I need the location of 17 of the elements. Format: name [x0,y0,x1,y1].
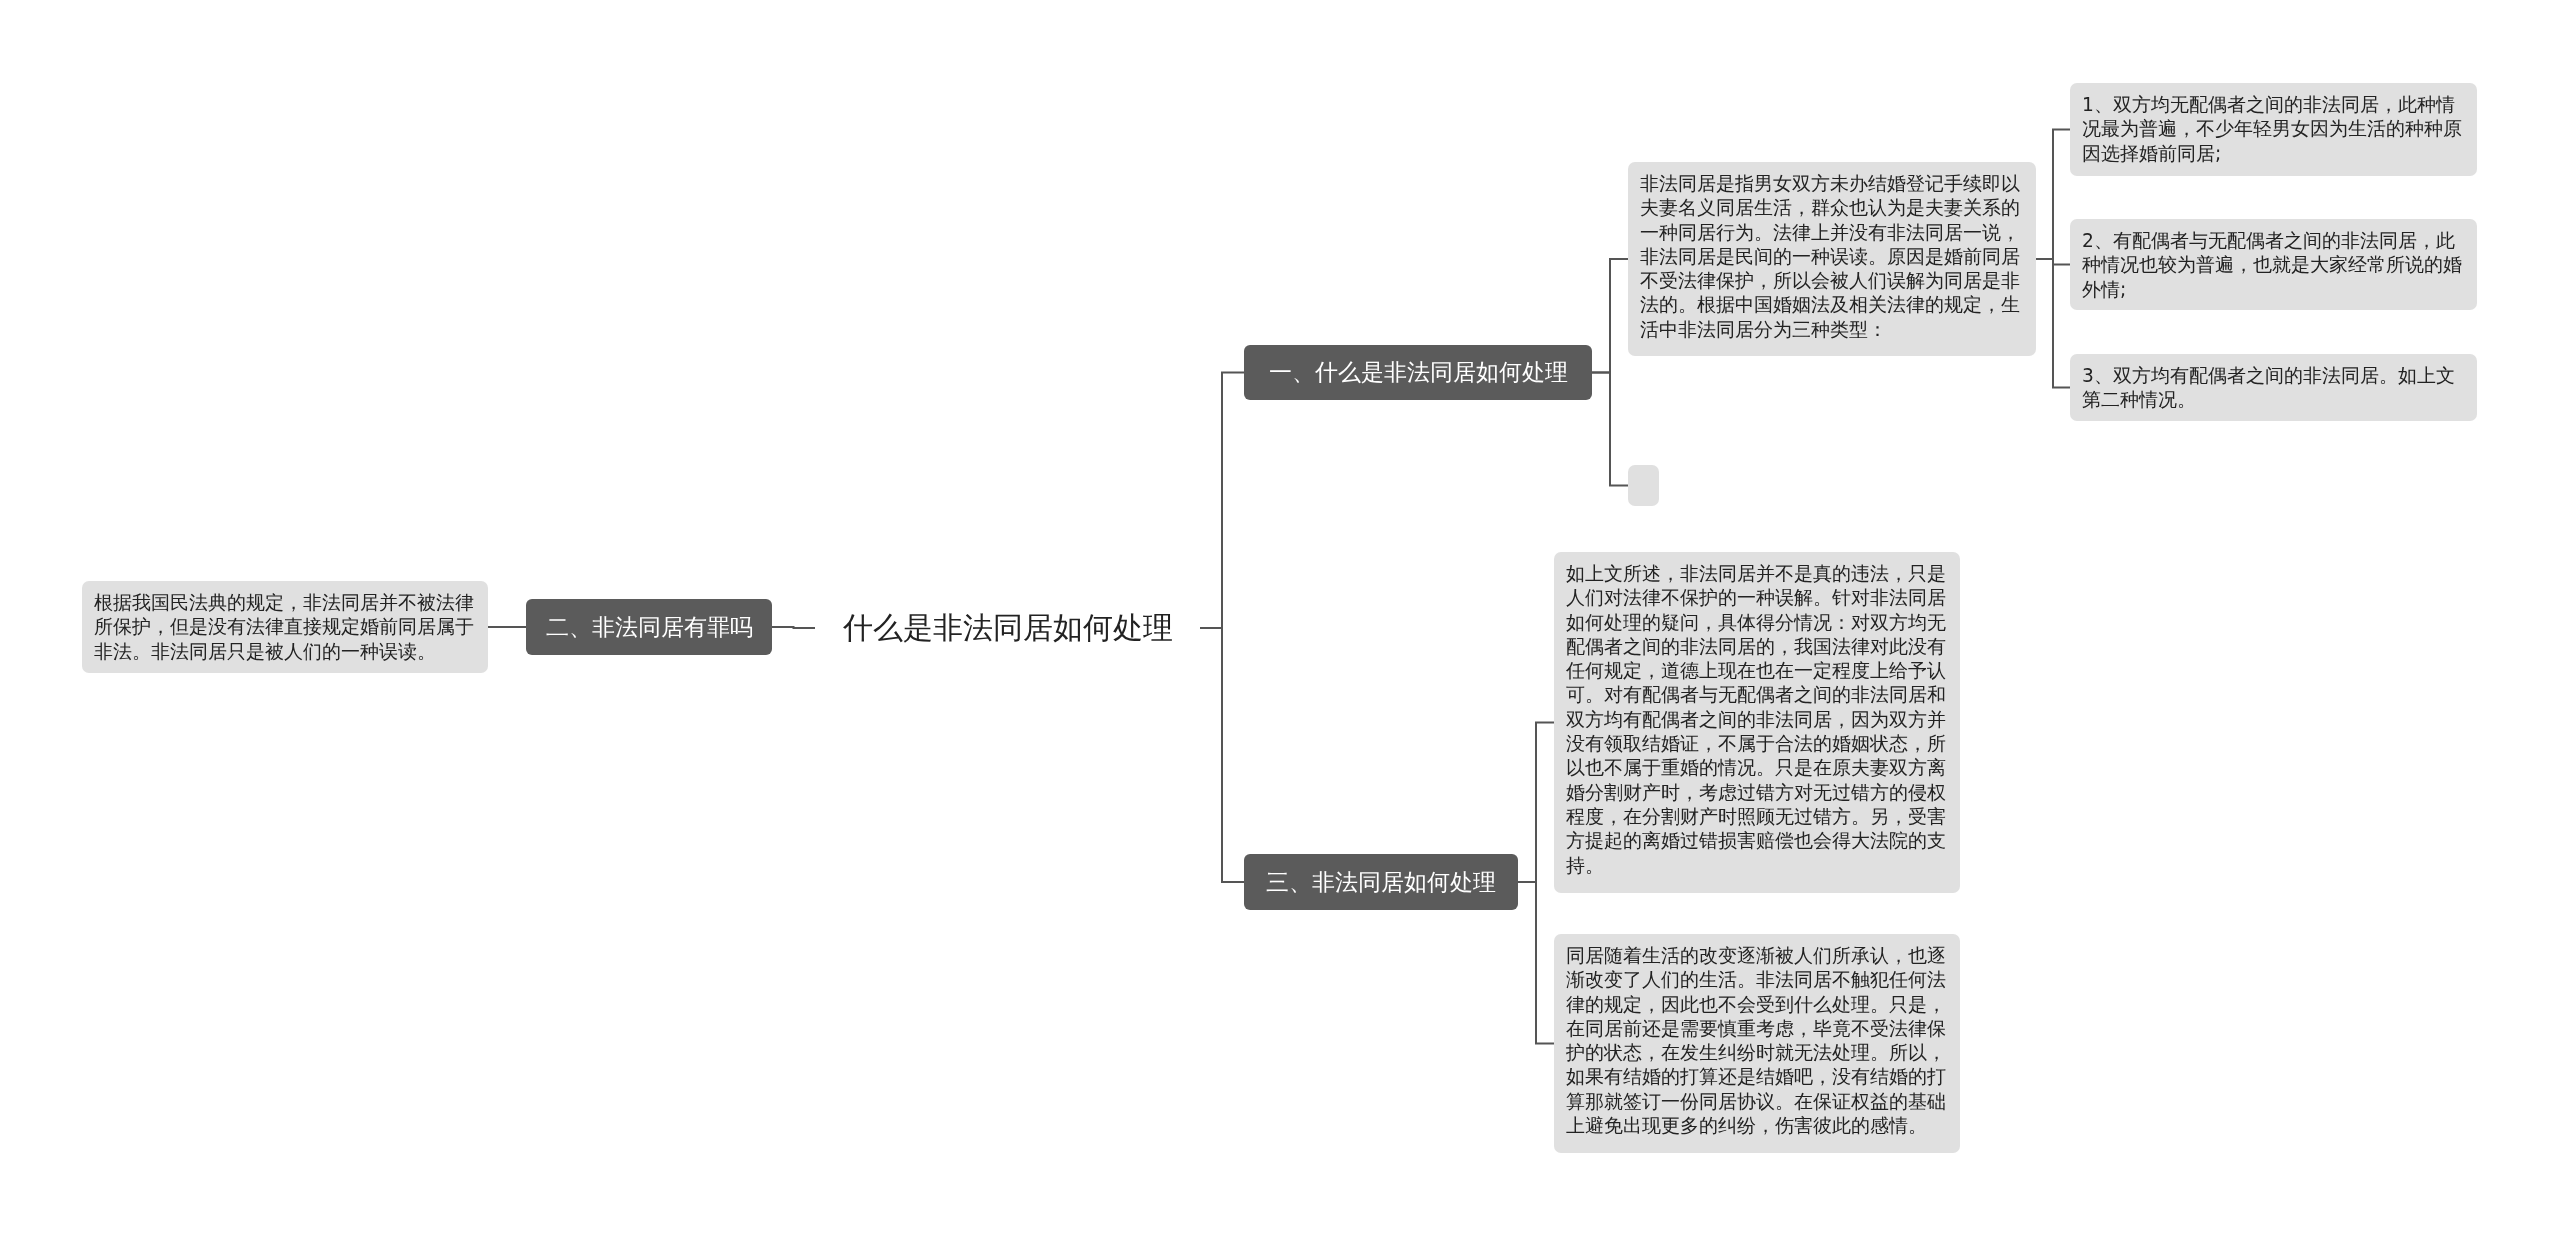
connector-line [771,626,816,629]
note-box: 3、双方均有配偶者之间的非法同居。如上文第二种情况。 [2070,354,2477,421]
topic-box: 一、什么是非法同居如何处理 [1244,345,1592,400]
note-box: 根据我国民法典的规定，非法同居并不被法律所保护，但是没有法律直接规定婚前同居属于非法。非法同居只是被人们的一种误读。 [82,581,488,673]
connector-line [1517,881,1555,1045]
empty-box [1628,465,1659,506]
connector-line [1199,627,1245,883]
note-box: 1、双方均无配偶者之间的非法同居，此种情况最为普遍，不少年轻男女因为生活的种种原因选择婚前同居; [2070,83,2477,176]
connector-line [1591,371,1629,487]
connector-line [487,626,527,628]
note-box: 同居随着生活的改变逐渐被人们所承认，也逐渐改变了人们的生活。非法同居不触犯任何法律的规定，因此也不会受到什么处理。只是，在同居前还是需要慎重考虑，毕竟不受法律保护的状态，在发生纠纷时就无法处理。所以，如果有结婚的打算还是结婚吧，没有结婚的打算那就签订一份同居协议。在保证权益的基础上避免出现更多的纠纷，伤害彼此的感情。 [1554,934,1960,1153]
topic-box: 三、非法同居如何处理 [1244,854,1518,910]
note-box: 非法同居是指男女双方未办结婚登记手续即以夫妻名义同居生活，群众也认为是夫妻关系的一种同居行为。法律上并没有非法同居一说，非法同居是民间的一种误读。原因是婚前同居不受法律保护，所以会被人们误解为同居是非法的。根据中国婚姻法及相关法律的规定，生活中非法同居分为三种类型： [1628,162,2036,356]
note-box: 2、有配偶者与无配偶者之间的非法同居，此种情况也较为普遍，也就是大家经常所说的婚外情; [2070,219,2477,310]
note-box: 如上文所述，非法同居并不是真的违法，只是人们对法律不保护的一种误解。针对非法同居如何处理的疑问，具体得分情况：对双方均无配偶者之间的非法同居的，我国法律对此没有任何规定，道德上现在也在一定程度上给予认可。对有配偶者与无配偶者之间的非法同居和双方均有配偶者之间的非法同居，因为双方并没有领取结婚证，不属于合法的婚姻状态，所以也不属于重婚的情况。只是在原夫妻双方离婚分割财产时，考虑过错方对无过错方的侵权程度，在分割财产时照顾无过错方。另，受害方提起的离婚过错损害赔偿也会得大法院的支持。 [1554,552,1960,893]
central-topic: 什么是非法同居如何处理 [815,605,1200,651]
topic-box: 二、非法同居有罪吗 [526,599,772,655]
